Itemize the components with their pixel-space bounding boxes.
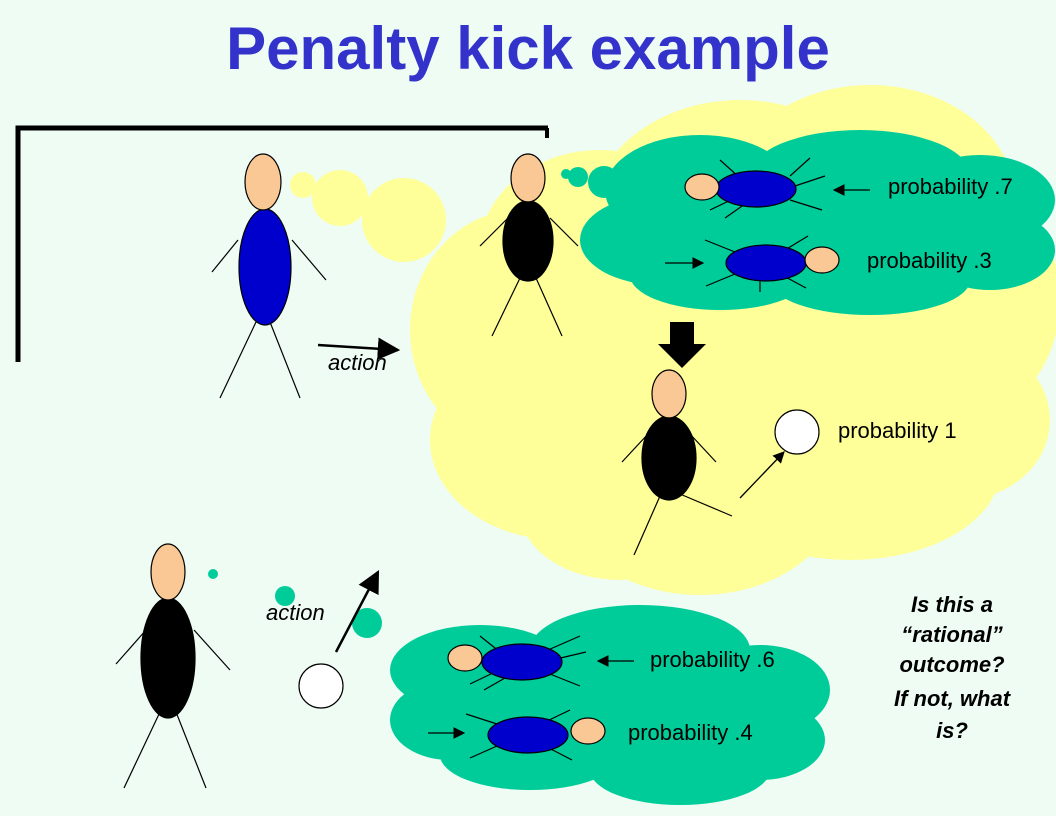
kicker-figure-bottom <box>115 543 231 789</box>
action-arrow-bottom <box>334 570 380 653</box>
question-line: “rational” <box>901 622 1002 647</box>
ball-icon <box>774 409 820 455</box>
goalie-dive-left-bottom <box>447 635 587 691</box>
question-line: Is this a <box>911 592 993 617</box>
probability-1-label: probability 1 <box>838 418 957 443</box>
action-arrow-top <box>317 337 401 360</box>
probability-04-label: probability .4 <box>628 720 753 745</box>
action-label-top: action <box>328 350 387 375</box>
goal-frame-icon <box>15 125 549 362</box>
green-thought-bubbles-bottom <box>208 569 382 638</box>
probability-07-label: probability .7 <box>888 174 1013 199</box>
arrow-icon <box>739 451 785 499</box>
kicker-figure-kicking <box>621 369 733 556</box>
ball-icon <box>298 663 344 709</box>
yellow-thought-bubbles <box>290 170 446 262</box>
question-line: is? <box>936 718 968 743</box>
goalie-dive-left <box>684 157 826 219</box>
kicker-figure-thought <box>479 153 579 337</box>
slide-title: Penalty kick example <box>226 15 830 82</box>
probability-03-label: probability .3 <box>867 248 992 273</box>
action-label-bottom: action <box>266 600 325 625</box>
question-line: If not, what <box>894 686 1012 711</box>
green-thought-bubbles-top <box>561 166 620 198</box>
green-thought-cloud-top <box>580 130 1055 315</box>
down-arrow-icon <box>658 322 706 368</box>
goalie-dive-right <box>704 235 840 292</box>
green-thought-cloud-bottom <box>390 605 830 805</box>
goalie-figure <box>211 153 327 399</box>
rationality-question: Is this a “rational” outcome? If not, wh… <box>894 592 1012 743</box>
probability-06-label: probability .6 <box>650 647 775 672</box>
question-line: outcome? <box>899 652 1004 677</box>
goalie-dive-right-bottom <box>465 709 606 761</box>
